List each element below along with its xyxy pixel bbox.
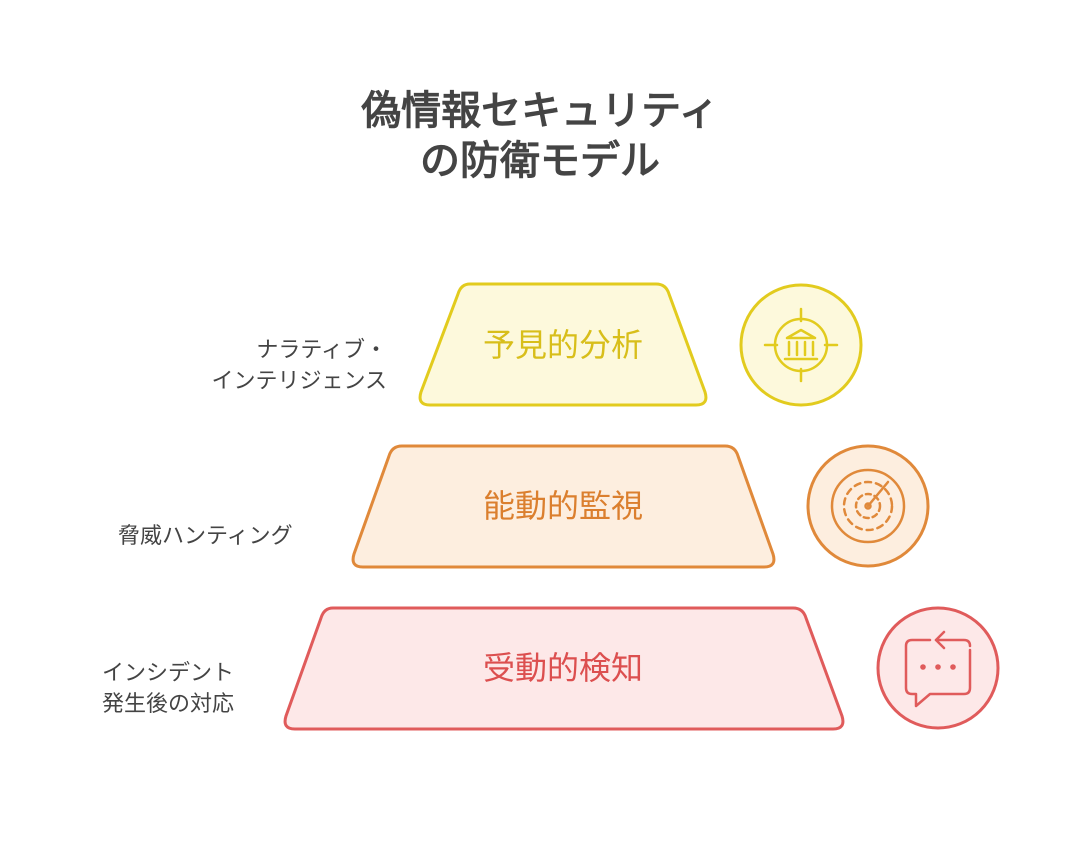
tier-top: 予見的分析 (418, 282, 708, 407)
diagram-title: 偽情報セキュリティ の防衛モデル (0, 86, 1080, 186)
tier-top-shape (418, 282, 708, 407)
tier-middle-label: 能動的監視 (483, 487, 643, 525)
side-label-top: ナラティブ・ インテリジェンス (211, 338, 387, 394)
side-label-bottom: インシデント 発生後の対応 (102, 661, 235, 717)
tier-top-label: 予見的分析 (483, 326, 643, 364)
tier-bottom: 受動的検知 (283, 606, 845, 731)
title-line-2: の防衛モデル (420, 138, 660, 184)
message-refresh-icon (876, 606, 1000, 730)
radar-icon (806, 444, 930, 568)
tier-middle: 能動的監視 (351, 444, 776, 569)
title-line-1: 偽情報セキュリティ (361, 88, 719, 134)
bank-target-icon (739, 283, 863, 407)
side-label-middle: 脅威ハンティング (118, 524, 293, 549)
tier-bottom-shape (283, 606, 845, 731)
tier-bottom-label: 受動的検知 (483, 649, 643, 687)
tier-middle-shape (351, 444, 776, 569)
